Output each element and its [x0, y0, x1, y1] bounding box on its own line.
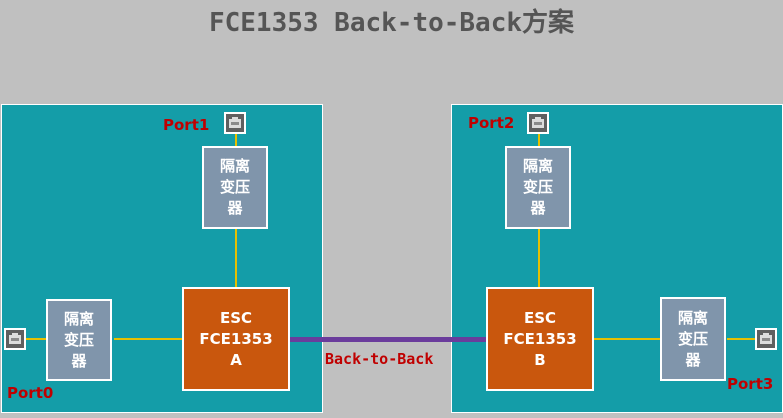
diagram-title: FCE1353 Back-to-Back方案 — [208, 8, 575, 38]
transformer-label-line1: 隔离 — [63, 309, 94, 328]
transformer-port0: 隔离 变压 器 — [46, 299, 112, 381]
rj45-jack-icon-port0 — [4, 328, 26, 350]
transformer-label-line2: 变压 — [522, 178, 553, 196]
transformer-port2: 隔离 变压 器 — [505, 146, 571, 229]
transformer-label-line1: 隔离 — [219, 157, 250, 175]
transformer-label-line3: 器 — [685, 350, 701, 369]
back-to-back-link — [288, 337, 488, 342]
wire-transformer-to-esc-b — [538, 228, 540, 288]
transformer-label-line3: 器 — [71, 351, 87, 370]
esc-a-line2: FCE1353 — [199, 329, 273, 348]
esc-b-line3: B — [534, 350, 546, 369]
port2-label: Port2 — [468, 114, 515, 132]
port0-label: Port0 — [7, 384, 54, 402]
back-to-back-label: Back-to-Back — [325, 350, 434, 368]
rj45-jack-icon-port3 — [755, 328, 777, 350]
wire-transformer-to-port3 — [727, 338, 755, 340]
esc-b-line1: ESC — [523, 308, 557, 327]
esc-a-line1: ESC — [219, 308, 253, 327]
rj45-jack-icon-port1 — [224, 112, 246, 134]
esc-chip-b: ESC FCE1353 B — [486, 287, 594, 391]
transformer-label-line1: 隔离 — [677, 308, 708, 327]
esc-a-line3: A — [230, 350, 242, 369]
transformer-port1: 隔离 变压 器 — [202, 146, 268, 229]
transformer-label-line2: 变压 — [677, 329, 708, 348]
wire-transformer-to-esc-a — [235, 228, 237, 288]
transformer-port3: 隔离 变压 器 — [660, 297, 726, 381]
port1-label: Port1 — [163, 116, 210, 134]
transformer-label-line1: 隔离 — [522, 157, 553, 175]
transformer-label-line2: 变压 — [63, 330, 94, 349]
rj45-jack-icon-port2 — [527, 112, 549, 134]
wire-port0-to-transformer — [26, 338, 48, 340]
transformer-label-line2: 变压 — [219, 178, 250, 196]
port3-label: Port3 — [727, 375, 774, 393]
wire-port2-to-transformer — [538, 134, 540, 148]
transformer-label-line3: 器 — [530, 199, 546, 217]
esc-b-line2: FCE1353 — [503, 329, 577, 348]
transformer-label-line3: 器 — [227, 199, 243, 217]
wire-transformer-to-esc-a-horizontal — [114, 338, 184, 340]
wire-esc-b-to-transformer-horizontal — [594, 338, 662, 340]
wire-port1-to-transformer — [235, 134, 237, 148]
esc-chip-a: ESC FCE1353 A — [182, 287, 290, 391]
